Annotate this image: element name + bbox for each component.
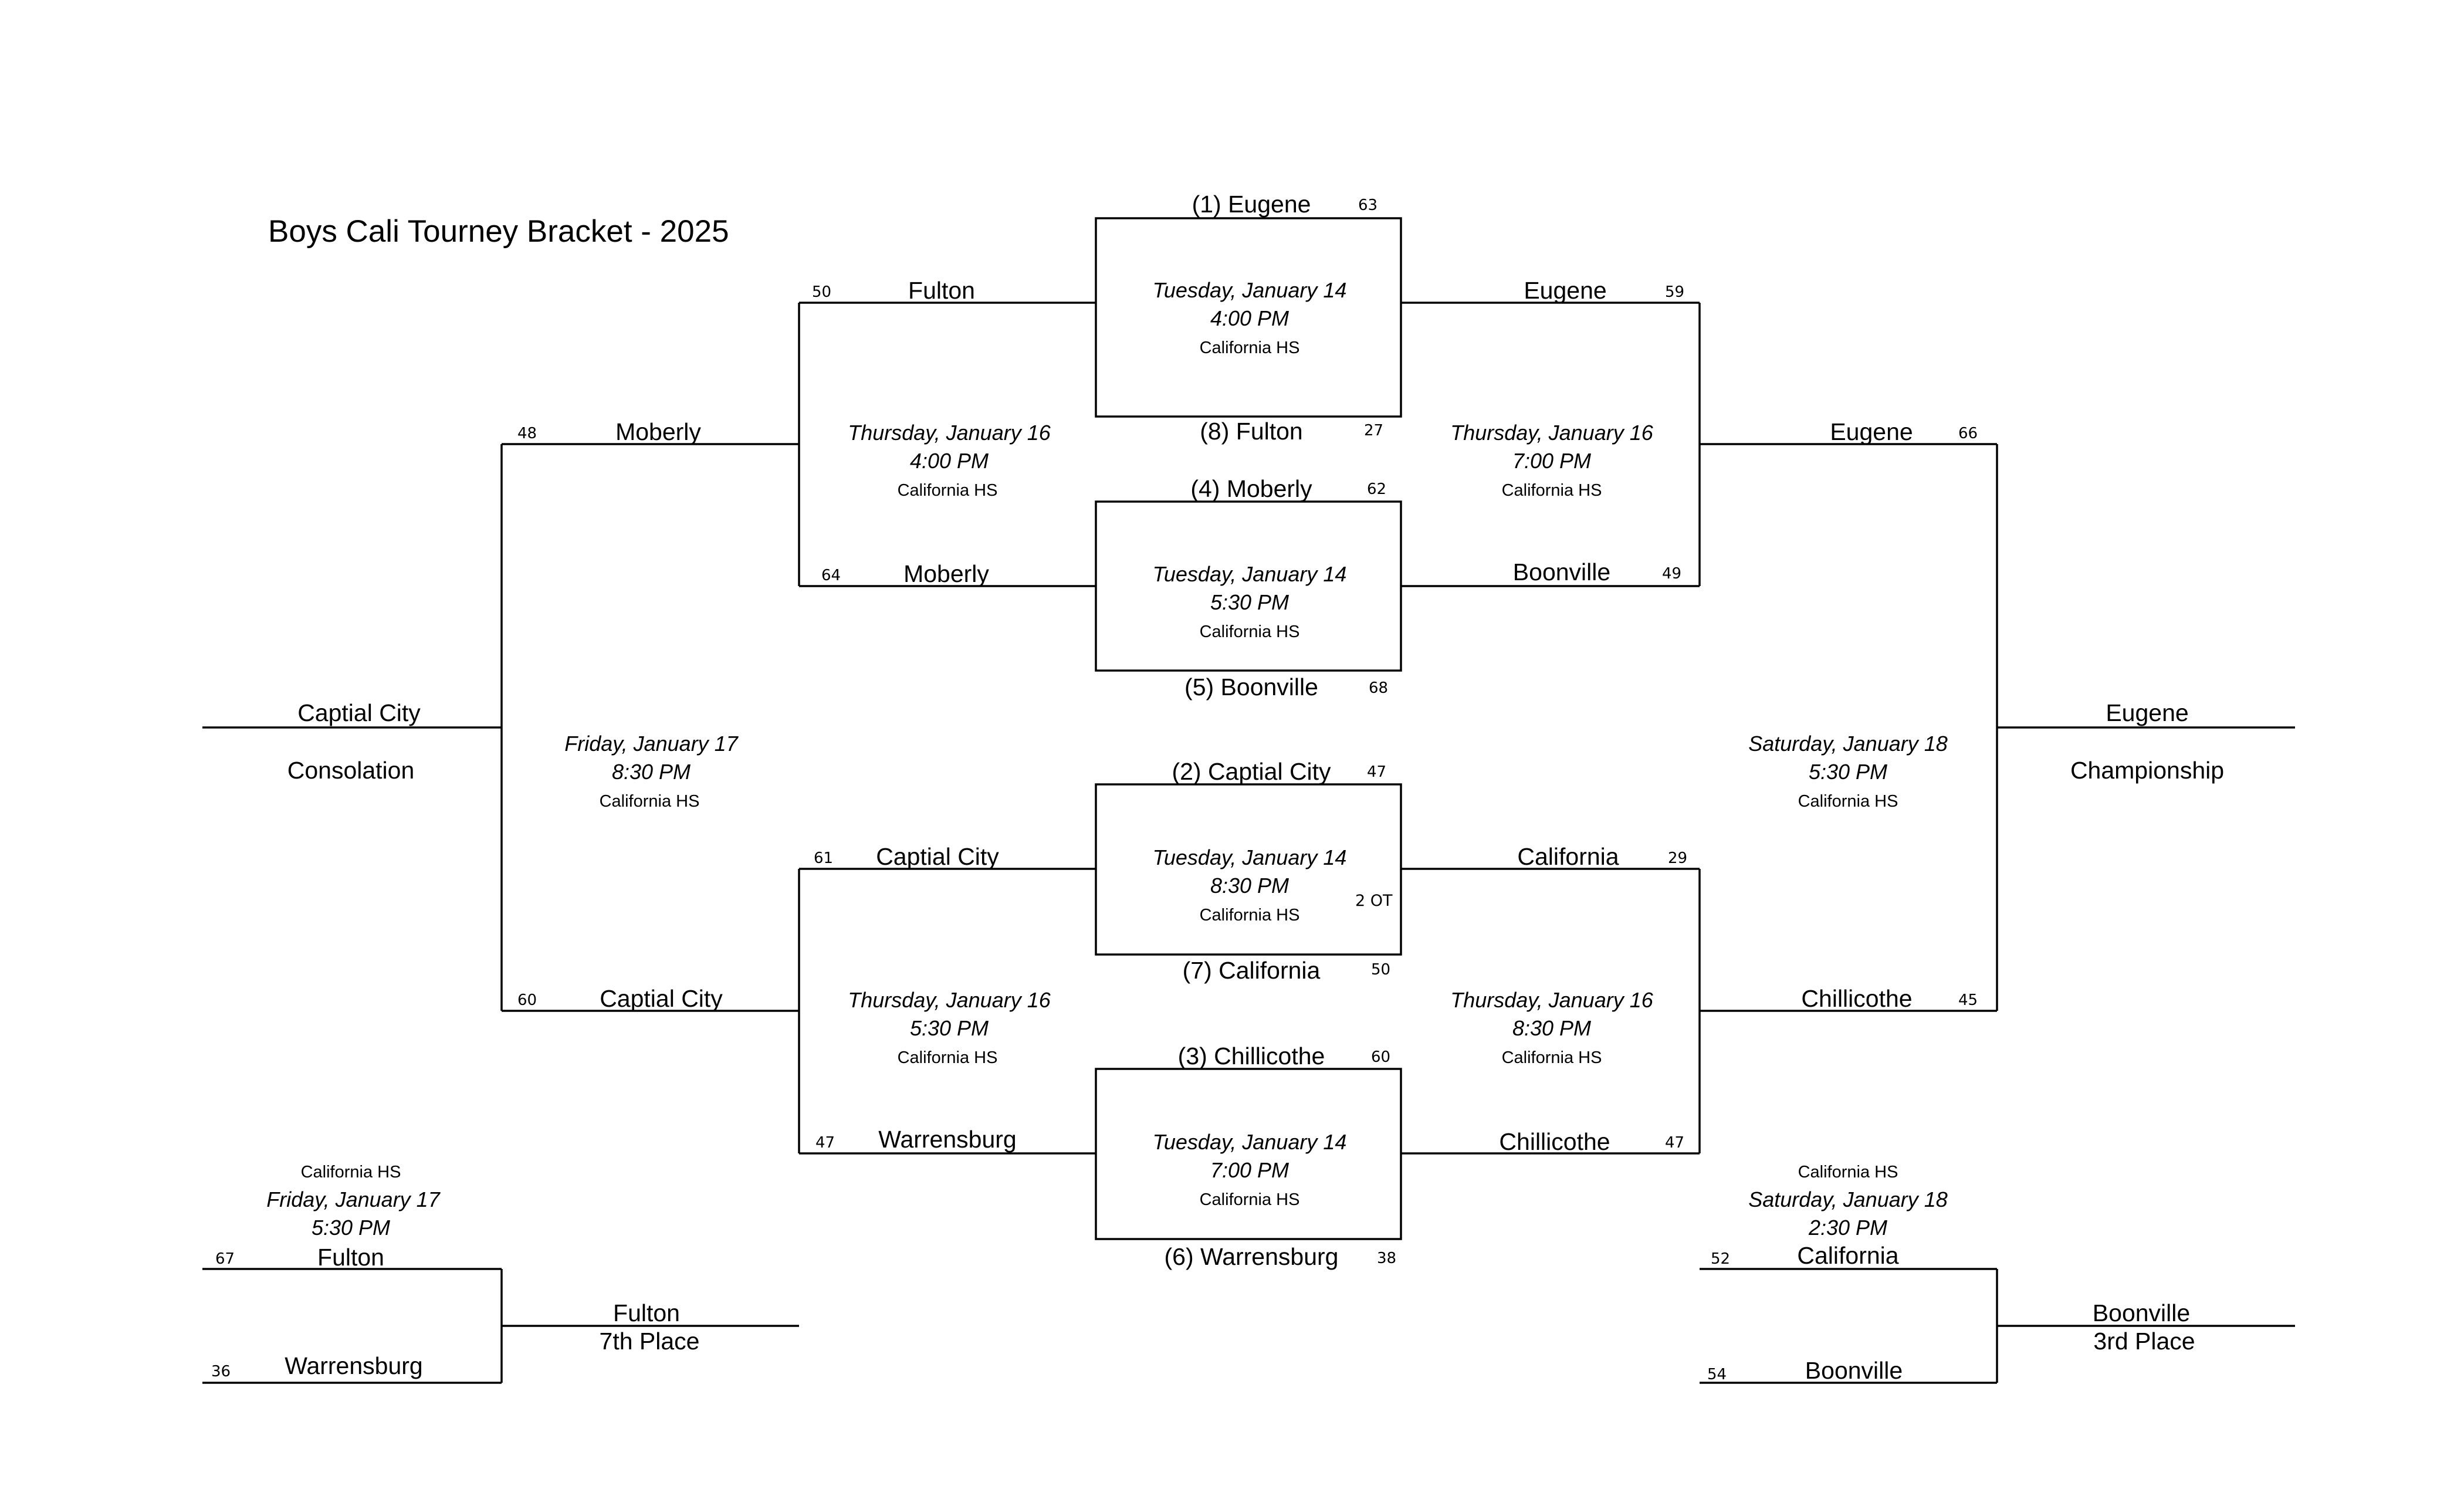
qf1-box bbox=[1095, 217, 1402, 418]
qf1-bottom-team: (8) Fulton bbox=[1200, 418, 1303, 445]
third-top-score: 52 bbox=[1711, 1250, 1731, 1268]
cs2-bottom-score: 47 bbox=[815, 1134, 835, 1152]
qf1-bottom-score: 27 bbox=[1364, 422, 1384, 439]
championship-time: 5:30 PM bbox=[1808, 760, 1888, 784]
third-top-team: California bbox=[1797, 1242, 1899, 1269]
semi1-top-team: Eugene bbox=[1524, 277, 1607, 304]
consolation-day: Friday, January 17 bbox=[564, 732, 738, 756]
qf1-venue: California HS bbox=[1199, 339, 1300, 357]
seventh-top-score: 67 bbox=[215, 1250, 235, 1268]
championship-bottom-team: Chillicothe bbox=[1801, 985, 1913, 1012]
qf4-day: Tuesday, January 14 bbox=[1152, 1130, 1347, 1154]
cs1-top-team: Fulton bbox=[908, 277, 975, 304]
semi2-time: 8:30 PM bbox=[1512, 1016, 1592, 1040]
qf1-top-team: (1) Eugene bbox=[1192, 191, 1311, 218]
seventh-venue: California HS bbox=[300, 1163, 401, 1182]
seventh-bottom-score: 36 bbox=[211, 1363, 231, 1380]
cs2-top-score: 61 bbox=[814, 849, 834, 867]
semi1-bottom-score: 49 bbox=[1662, 565, 1682, 583]
qf4-box bbox=[1095, 1068, 1402, 1240]
qf2-box bbox=[1095, 500, 1402, 672]
third-day: Saturday, January 18 bbox=[1748, 1187, 1948, 1211]
qf2-time: 5:30 PM bbox=[1210, 590, 1289, 614]
semi1-time: 7:00 PM bbox=[1512, 449, 1592, 473]
seventh-day: Friday, January 17 bbox=[266, 1187, 440, 1211]
qf4-bottom-score: 38 bbox=[1377, 1250, 1397, 1267]
cs2-venue: California HS bbox=[897, 1048, 998, 1067]
qf4-top-score: 60 bbox=[1371, 1048, 1391, 1066]
consolation-venue: California HS bbox=[599, 792, 700, 811]
consolation-top-team: Moberly bbox=[615, 418, 701, 445]
seventh-time: 5:30 PM bbox=[311, 1216, 391, 1240]
qf2-bottom-score: 68 bbox=[1369, 679, 1389, 697]
cs1-bottom-score: 64 bbox=[821, 567, 841, 584]
qf3-box bbox=[1095, 783, 1402, 956]
championship-winner: Eugene bbox=[2106, 699, 2189, 726]
qf3-top-team: (2) Captial City bbox=[1172, 758, 1331, 785]
cs2-day: Thursday, January 16 bbox=[848, 988, 1051, 1012]
third-bottom-score: 54 bbox=[1707, 1366, 1727, 1383]
third-bottom-team: Boonville bbox=[1805, 1357, 1903, 1384]
championship-label: Championship bbox=[2070, 757, 2225, 784]
semi2-day: Thursday, January 16 bbox=[1450, 988, 1653, 1012]
consolation-bottom-score: 60 bbox=[517, 991, 537, 1009]
cs1-time: 4:00 PM bbox=[909, 449, 989, 473]
qf4-top-team: (3) Chillicothe bbox=[1177, 1043, 1325, 1069]
bracket-title: Boys Cali Tourney Bracket - 2025 bbox=[268, 214, 729, 249]
qf1-top-score: 63 bbox=[1358, 197, 1378, 214]
third-winner: Boonville bbox=[2092, 1299, 2191, 1326]
semi2-top-team: California bbox=[1517, 843, 1619, 870]
semi2-bottom-team: Chillicothe bbox=[1499, 1128, 1610, 1155]
qf2-bottom-team: (5) Boonville bbox=[1184, 673, 1318, 700]
qf3-bottom-team: (7) California bbox=[1182, 957, 1321, 984]
qf2-day: Tuesday, January 14 bbox=[1152, 562, 1347, 586]
semi2-top-score: 29 bbox=[1668, 849, 1688, 867]
qf1-day: Tuesday, January 14 bbox=[1152, 278, 1347, 302]
semi2-bottom-score: 47 bbox=[1665, 1134, 1685, 1152]
qf2-top-team: (4) Moberly bbox=[1190, 475, 1312, 502]
seventh-top-team: Fulton bbox=[317, 1244, 384, 1271]
cs1-venue: California HS bbox=[897, 481, 998, 500]
cs1-bottom-team: Moberly bbox=[903, 560, 989, 587]
qf3-day: Tuesday, January 14 bbox=[1152, 845, 1347, 869]
consolation-winner: Captial City bbox=[297, 699, 421, 726]
third-time: 2:30 PM bbox=[1808, 1216, 1888, 1240]
championship-top-team: Eugene bbox=[1830, 418, 1913, 445]
consolation-time: 8:30 PM bbox=[611, 760, 691, 784]
semi1-venue: California HS bbox=[1501, 481, 1602, 500]
third-label: 3rd Place bbox=[2093, 1328, 2195, 1355]
qf3-overtime-note: 2 OT bbox=[1355, 892, 1393, 910]
qf3-top-score: 47 bbox=[1367, 763, 1387, 781]
seventh-bottom-team: Warrensburg bbox=[285, 1352, 423, 1379]
semi1-top-score: 59 bbox=[1665, 283, 1685, 301]
semi2-venue: California HS bbox=[1501, 1048, 1602, 1067]
consolation-top-score: 48 bbox=[517, 425, 537, 442]
semi1-bottom-team: Boonville bbox=[1512, 559, 1611, 585]
championship-venue: California HS bbox=[1798, 792, 1898, 811]
championship-day: Saturday, January 18 bbox=[1748, 732, 1948, 756]
cs2-top-team: Captial City bbox=[876, 843, 999, 870]
qf4-venue: California HS bbox=[1199, 1190, 1300, 1209]
cs1-day: Thursday, January 16 bbox=[848, 421, 1051, 445]
championship-top-score: 66 bbox=[1958, 425, 1978, 442]
consolation-label: Consolation bbox=[287, 757, 415, 784]
seventh-label: 7th Place bbox=[599, 1328, 700, 1355]
qf4-bottom-team: (6) Warrensburg bbox=[1164, 1243, 1339, 1270]
cs2-bottom-team: Warrensburg bbox=[878, 1126, 1017, 1153]
third-venue: California HS bbox=[1798, 1163, 1898, 1182]
consolation-bottom-team: Captial City bbox=[600, 985, 723, 1012]
cs2-time: 5:30 PM bbox=[909, 1016, 989, 1040]
qf1-time: 4:00 PM bbox=[1210, 306, 1289, 330]
semi1-day: Thursday, January 16 bbox=[1450, 421, 1653, 445]
championship-bottom-score: 45 bbox=[1958, 991, 1978, 1009]
cs1-top-score: 50 bbox=[812, 283, 832, 301]
qf3-time: 8:30 PM bbox=[1210, 874, 1289, 898]
qf2-top-score: 62 bbox=[1367, 480, 1387, 498]
qf3-bottom-score: 50 bbox=[1371, 961, 1391, 979]
qf3-venue: California HS bbox=[1199, 906, 1300, 925]
seventh-winner: Fulton bbox=[613, 1299, 680, 1326]
qf2-venue: California HS bbox=[1199, 622, 1300, 641]
qf4-time: 7:00 PM bbox=[1210, 1158, 1289, 1182]
